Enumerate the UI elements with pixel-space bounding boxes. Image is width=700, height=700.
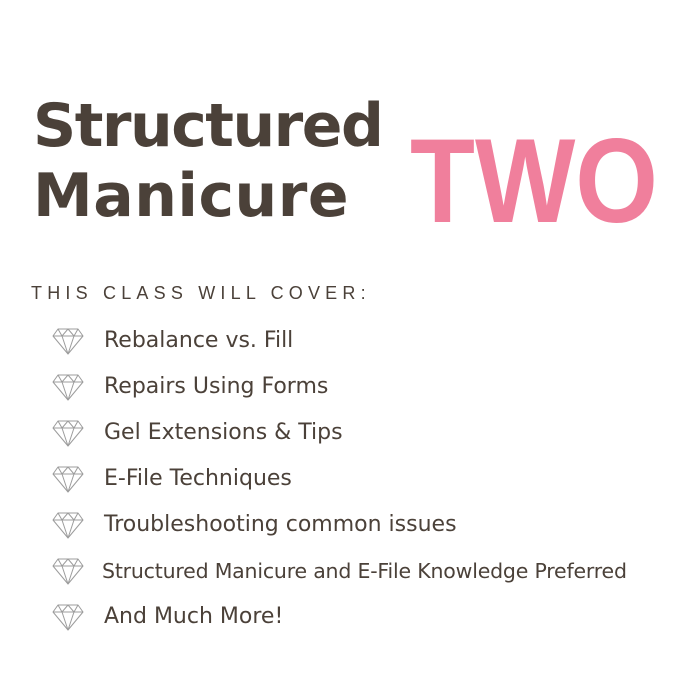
title-accent-text: TWO	[410, 114, 658, 226]
topic-text: Rebalance vs. Fill	[104, 328, 294, 353]
diamond-icon	[52, 558, 84, 585]
diamond-icon	[52, 420, 84, 447]
topic-item: Repairs Using Forms	[52, 364, 682, 410]
diamond-icon	[52, 512, 84, 539]
diamond-icon	[52, 374, 84, 401]
topic-item: Rebalance vs. Fill	[52, 318, 682, 364]
title-line-manicure: Manicure	[33, 161, 350, 231]
topic-text: E-File Techniques	[104, 466, 292, 491]
diamond-icon	[52, 604, 84, 631]
diamond-icon	[52, 328, 84, 355]
topic-item: Troubleshooting common issues	[52, 502, 682, 548]
class-cover-heading: THIS CLASS WILL COVER:	[31, 283, 371, 303]
topic-text: Troubleshooting common issues	[104, 512, 457, 537]
diamond-icon	[52, 466, 84, 493]
topic-text: And Much More!	[104, 604, 284, 629]
topic-item: E-File Techniques	[52, 456, 682, 502]
topics-list: Rebalance vs. Fill Repairs Using Forms G…	[52, 318, 682, 640]
title-line-structured: Structured	[33, 91, 384, 161]
title-accent-two: TWO	[410, 114, 658, 226]
topic-text: Structured Manicure and E-File Knowledge…	[102, 558, 627, 583]
topic-item: And Much More!	[52, 594, 682, 640]
topic-item: Structured Manicure and E-File Knowledge…	[52, 548, 682, 594]
topic-text: Gel Extensions & Tips	[104, 420, 343, 445]
topic-text: Repairs Using Forms	[104, 374, 329, 399]
topic-item: Gel Extensions & Tips	[52, 410, 682, 456]
